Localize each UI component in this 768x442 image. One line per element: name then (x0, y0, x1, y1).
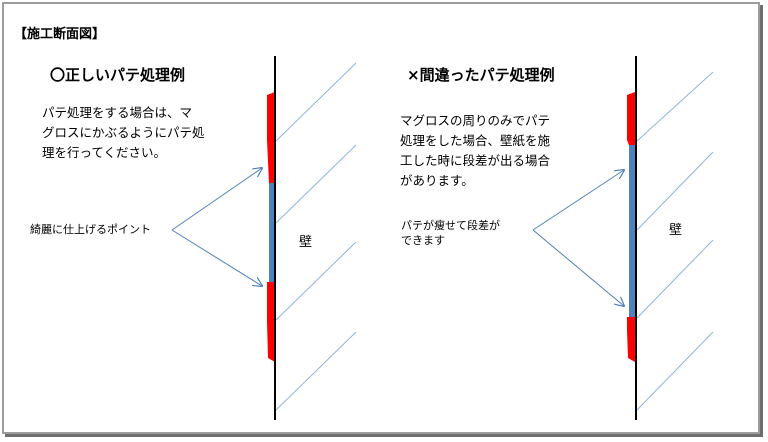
putty-right-upper (627, 92, 635, 145)
correct-example-heading: 〇正しいパテ処理例 (50, 66, 186, 84)
note-line: できます (401, 234, 445, 247)
finish-point-label: 綺麗に仕上げるポイント (30, 223, 151, 236)
putty-shrink-note: パテが瘦せて段差が できます (401, 218, 500, 248)
description-line: マグロスの周りのみでパテ (400, 113, 551, 128)
putty-left-upper (267, 92, 275, 183)
correct-example-description: パテ処理をする場合は、マ グロスにかぶるようにパテ処 理を行ってください。 (42, 103, 205, 163)
magloss-bar-right (629, 145, 635, 317)
arrow-icon (171, 168, 262, 286)
diagram-frame (2, 2, 760, 434)
diagram-title: 【施工断面図】 (14, 27, 106, 42)
wrong-example-description: マグロスの周りのみでパテ 処理をした場合、壁紙を施 工した時に段差が出る場合 が… (400, 111, 550, 191)
description-line: 工した時に段差が出る場合 (400, 153, 551, 168)
description-line: グロスにかぶるようにパテ処 (42, 125, 205, 140)
wall-label-right: 壁 (669, 223, 683, 238)
wrong-example-heading: ×間違ったパテ処理例 (407, 66, 555, 84)
wall-hatch-right (636, 71, 714, 411)
description-line: パテ処理をする場合は、マ (42, 105, 193, 120)
description-line: 理を行ってください。 (42, 145, 167, 160)
arrow-icon (532, 170, 624, 306)
wall-hatch-left (275, 62, 357, 411)
description-line: 処理をした場合、壁紙を施 (400, 133, 551, 148)
magloss-bar-left (269, 142, 275, 322)
putty-right-lower (627, 317, 635, 362)
description-line: があります。 (400, 173, 474, 188)
note-line: パテが瘦せて段差が (401, 219, 500, 232)
putty-left-lower (267, 282, 275, 362)
wall-label-left: 壁 (299, 235, 313, 250)
